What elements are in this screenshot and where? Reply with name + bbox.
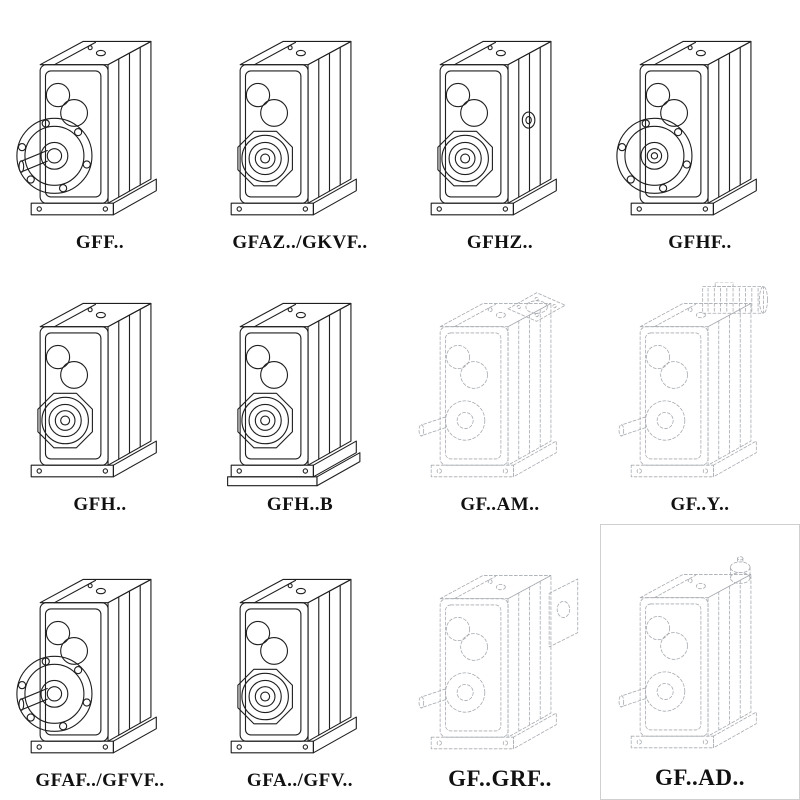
gearbox-drawing-gfaf-gfvf	[16, 578, 157, 754]
model-label: GF..GRF..	[448, 766, 552, 791]
model-label: GFA../GFV..	[246, 770, 354, 791]
product-cell-gfa-gfv: GFA../GFV..	[200, 524, 400, 800]
model-label: GF..AD..	[654, 765, 746, 790]
model-label: GFHZ..	[466, 232, 534, 253]
gearbox-drawing-gfhf	[616, 40, 757, 216]
product-cell-gfh-b: GFH..B	[200, 262, 400, 524]
model-label: GFAF../GFVF..	[35, 770, 165, 791]
product-cell-gfhf: GFHF..	[600, 0, 800, 262]
gearbox-drawing-gf-ad	[618, 556, 757, 749]
gearbox-drawing-gf-y	[618, 282, 768, 478]
gearbox-drawing-gfa-gfv	[230, 578, 357, 754]
model-label: GFH..B	[266, 494, 334, 515]
product-cell-gfaf-gfvf: GFAF../GFVF..	[0, 524, 200, 800]
product-cell-gf-y: GF..Y..	[600, 262, 800, 524]
product-cell-gf-grf: GF..GRF..	[400, 524, 600, 800]
product-cell-gfaz-gkvf: GFAZ../GKVF..	[200, 0, 400, 262]
model-label: GFAZ../GKVF..	[232, 232, 368, 253]
gearbox-drawing-gfh-b	[227, 302, 361, 487]
product-cell-gfh: GFH..	[0, 262, 200, 524]
gearbox-drawing-gfh	[30, 302, 157, 478]
gearbox-drawing-gfaz-gkvf	[230, 40, 357, 216]
gearbox-drawing-gff	[16, 40, 157, 216]
model-label: GFH..	[73, 494, 127, 515]
gearbox-drawing-gf-am	[418, 292, 566, 478]
model-label: GF..AM..	[460, 494, 540, 515]
model-label: GFHF..	[668, 232, 732, 253]
product-cell-gf-ad: GF..AD..	[600, 524, 800, 800]
model-label: GFF..	[75, 232, 125, 253]
gearbox-drawing-gfhz	[430, 40, 557, 216]
product-cell-gfhz: GFHZ..	[400, 0, 600, 262]
model-label: GF..Y..	[670, 494, 730, 515]
product-cell-gf-am: GF..AM..	[400, 262, 600, 524]
product-cell-gff: GFF..	[0, 0, 200, 262]
gearbox-drawing-gf-grf	[418, 575, 579, 750]
